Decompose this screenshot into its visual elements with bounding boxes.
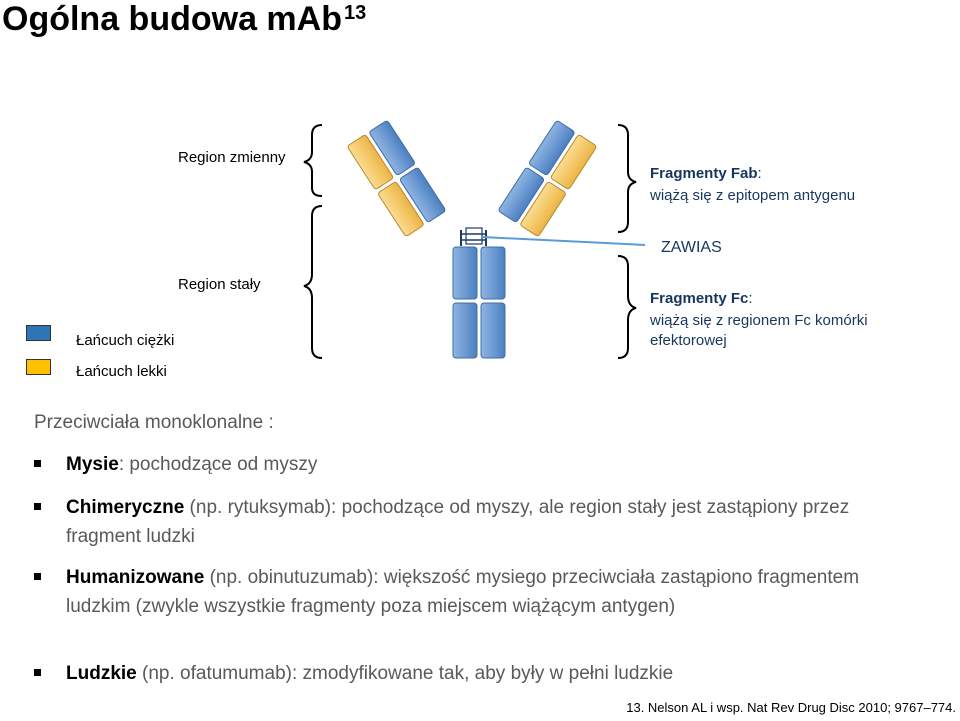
legend-heavy-chain-swatch: [26, 325, 51, 341]
list-item-description: (np. obinutuzumab): większość mysiego pr…: [66, 567, 860, 617]
left-light-chain-domain: [347, 134, 394, 190]
fc-heavy-chain-domain: [480, 302, 506, 359]
right-heavy-chain-domain: [498, 167, 545, 223]
label-fc: Fragmenty Fc:: [650, 290, 753, 307]
hinge-pointer-line: [481, 236, 646, 246]
fc-heavy-chain-domain: [452, 246, 478, 300]
right-heavy-chain-domain: [529, 120, 575, 176]
title-footnote-ref: 13: [343, 2, 367, 24]
legend-heavy-chain-label: Łańcuch ciężki: [76, 332, 175, 349]
label-fab-title: Fragmenty Fab: [650, 165, 758, 182]
brace-variable-region: [303, 124, 323, 197]
right-light-chain-domain: [550, 134, 597, 190]
bullet-square-icon: [34, 669, 41, 676]
bullet-square-icon: [34, 460, 41, 467]
fc-stem: [452, 246, 506, 359]
bullet-square-icon: [34, 573, 41, 580]
right-light-chain-domain: [520, 181, 566, 237]
brace-fab-fragments: [617, 124, 637, 233]
left-fab-arm: [347, 120, 446, 237]
label-fab-colon: :: [757, 165, 762, 182]
label-hinge: ZAWIAS: [661, 239, 722, 256]
right-fab-arm: [498, 120, 597, 237]
label-fab: Fragmenty Fab:: [650, 165, 762, 182]
title-text: Ogólna budowa mAb: [2, 0, 342, 38]
antibody-diagram: [303, 120, 646, 359]
legend-light-chain-label: Łańcuch lekki: [76, 363, 167, 380]
list-item-description: (np. rytuksymab): pochodzące od myszy, a…: [66, 497, 850, 547]
bullet-square-icon: [34, 503, 41, 510]
left-heavy-chain-domain: [369, 120, 415, 176]
label-fc-title: Fragmenty Fc: [650, 290, 749, 307]
citation: 13. Nelson AL i wsp. Nat Rev Drug Disc 2…: [626, 700, 956, 715]
label-fc-colon: :: [748, 290, 753, 307]
list-item-term: Humanizowane: [66, 567, 205, 588]
label-fc-description-line1: wiążą się z regionem Fc komórki: [650, 312, 868, 329]
fc-heavy-chain-domain: [452, 302, 478, 359]
list-item-description: (np. ofatumumab): zmodyfikowane tak, aby…: [136, 663, 674, 684]
brace-fc-fragments: [617, 255, 637, 359]
list-item-term: Mysie: [66, 454, 119, 475]
list-item-term: Ludzkie: [66, 663, 137, 684]
label-variable-region: Region zmienny: [178, 149, 286, 166]
label-fab-description: wiążą się z epitopem antygenu: [650, 187, 856, 204]
list-item-term: Chimeryczne: [66, 497, 185, 518]
legend-light-chain-swatch: [26, 359, 51, 375]
label-fc-description-line2: efektorowej: [650, 332, 727, 349]
label-constant-region: Region stały: [178, 276, 261, 293]
brace-constant-region: [303, 205, 323, 359]
list-item-description: : pochodzące od myszy: [118, 454, 318, 475]
fc-heavy-chain-domain: [480, 246, 506, 300]
section-heading: Przeciwciała monoklonalne :: [34, 412, 274, 433]
left-light-chain-domain: [378, 181, 424, 237]
left-heavy-chain-domain: [399, 167, 446, 223]
